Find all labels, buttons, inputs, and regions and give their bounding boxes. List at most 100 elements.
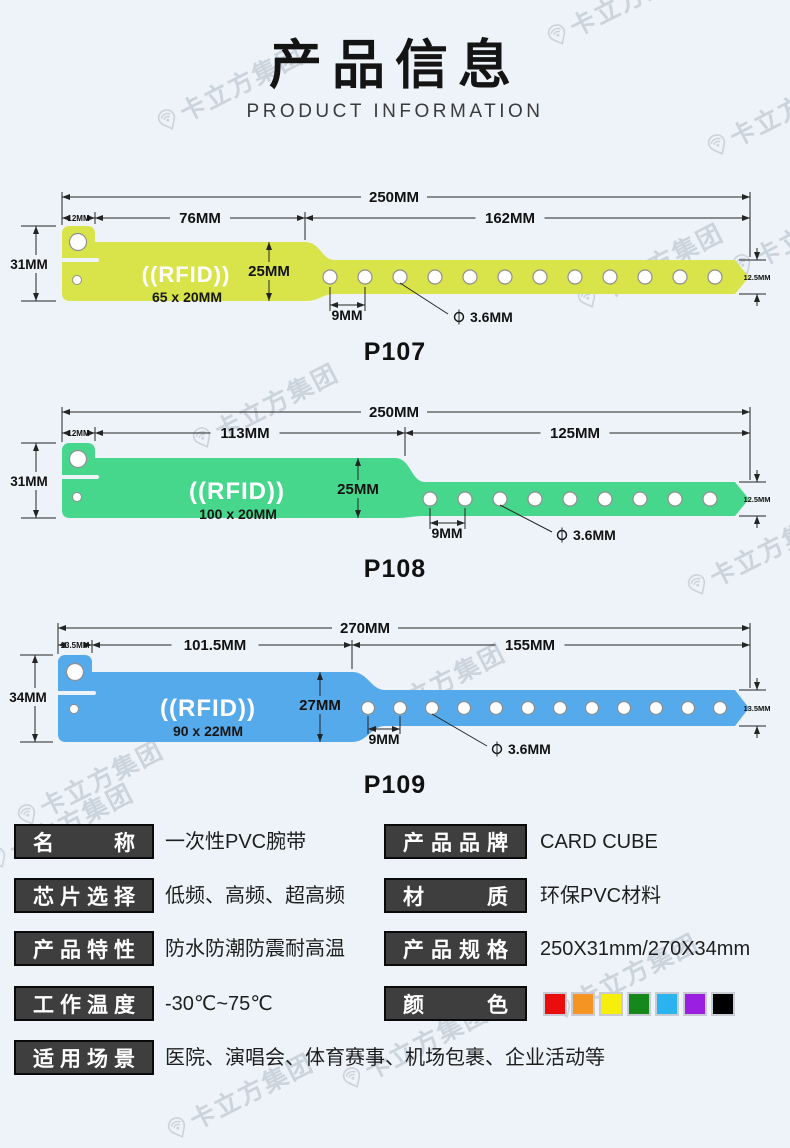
spec-label-chip: 芯片选择 — [14, 878, 154, 913]
dim-hole-pitch-label: 9MM — [368, 731, 399, 747]
dim-hole-diameter-label: 3.6MM — [573, 527, 616, 543]
spec-value-name: 一次性PVC腕带 — [165, 831, 307, 853]
spec-label-scenarios: 适用场景 — [14, 1040, 154, 1075]
leader-line — [499, 504, 553, 533]
dimension-arrowhead — [58, 642, 66, 648]
band-hole — [497, 269, 513, 285]
color-swatch — [627, 992, 651, 1016]
clasp-hole — [65, 662, 85, 682]
leader-line — [431, 713, 488, 747]
dimension-arrowhead — [742, 642, 750, 648]
dimension-arrowhead — [317, 734, 323, 742]
pin-wifi-icon — [167, 1117, 186, 1138]
dim-total-label: 250MM — [369, 189, 419, 206]
dim-band-width-label: 27MM — [299, 697, 341, 714]
spec-label-color: 颜色 — [384, 986, 527, 1021]
dimension-arrowhead — [330, 302, 338, 308]
band-hole — [488, 700, 504, 716]
band-hole — [597, 491, 613, 507]
dim-height-label: 31MM — [10, 257, 48, 272]
dimension-arrowhead — [357, 302, 365, 308]
band-hole — [637, 269, 653, 285]
dim-clasp-label: 13.5MM — [61, 641, 90, 650]
band-hole — [680, 700, 696, 716]
dimension-arrowhead — [32, 734, 38, 742]
dimension-arrowhead — [33, 510, 39, 518]
band-hole — [457, 491, 473, 507]
dimension-arrowhead — [87, 215, 95, 221]
dim-height-label: 31MM — [10, 474, 48, 489]
dim-tip-width-label: 12.5MM — [743, 495, 770, 504]
rfid-logo-text: ((RFID)) — [160, 695, 256, 722]
dim-hole-diameter-label: 3.6MM — [470, 309, 513, 325]
dim-hole-diameter-label: 3.6MM — [508, 741, 551, 757]
spec-label-name: 名称 — [14, 824, 154, 859]
dimension-arrowhead — [95, 430, 103, 436]
page-title: 产品信息 — [269, 36, 521, 95]
band-hole — [532, 269, 548, 285]
dimension-arrowhead — [742, 409, 750, 415]
band-shape — [62, 242, 749, 301]
dim-band-width-label: 25MM — [337, 481, 379, 498]
band-hole — [520, 700, 536, 716]
band-hole — [424, 700, 440, 716]
model-label: P109 — [364, 771, 426, 799]
chip-size-label: 90 x 22MM — [173, 723, 243, 739]
dimension-arrowhead — [742, 625, 750, 631]
dimension-arrowhead — [305, 215, 313, 221]
clasp-pin-hole — [72, 492, 82, 502]
dimension-arrowhead — [58, 625, 66, 631]
band-hole — [360, 700, 376, 716]
dimension-arrowhead — [317, 672, 323, 680]
dimension-arrowhead — [62, 430, 70, 436]
dimension-arrowhead — [62, 194, 70, 200]
dim-head-label: 76MM — [179, 210, 221, 227]
dimension-arrowhead — [297, 215, 305, 221]
dimension-arrowhead — [742, 215, 750, 221]
dim-hole-pitch-label: 9MM — [331, 307, 362, 323]
band-hole — [392, 269, 408, 285]
band-clasp-slit — [60, 475, 99, 479]
band-clasp-slit — [60, 258, 99, 262]
pin-wifi-icon — [0, 847, 6, 868]
dimension-arrowhead — [84, 642, 92, 648]
clasp-pin-hole — [72, 275, 82, 285]
spec-label-features: 产品特性 — [14, 931, 154, 966]
color-swatch — [543, 992, 567, 1016]
dimension-arrowhead — [754, 516, 760, 524]
dimension-arrowhead — [95, 215, 103, 221]
dim-tail-label: 162MM — [485, 210, 535, 227]
model-label: P108 — [364, 555, 426, 583]
spec-value-temperature: -30℃~75℃ — [165, 993, 273, 1015]
dimension-arrowhead — [397, 430, 405, 436]
spec-label-size: 产品规格 — [384, 931, 527, 966]
band-hole — [602, 269, 618, 285]
dimension-arrowhead — [355, 510, 361, 518]
dimension-arrowhead — [754, 252, 760, 260]
color-swatch — [683, 992, 707, 1016]
dimension-arrowhead — [87, 430, 95, 436]
color-swatch — [571, 992, 595, 1016]
dimension-arrowhead — [62, 215, 70, 221]
color-swatch — [599, 992, 623, 1016]
band-hole — [672, 269, 688, 285]
band-shape — [62, 458, 749, 518]
dimension-arrowhead — [742, 194, 750, 200]
band-hole — [562, 491, 578, 507]
band-hole — [456, 700, 472, 716]
band-hole — [552, 700, 568, 716]
dimension-arrowhead — [754, 726, 760, 734]
dim-tail-label: 155MM — [505, 637, 555, 654]
dimension-arrowhead — [355, 458, 361, 466]
page-subtitle: PRODUCT INFORMATION — [246, 100, 544, 122]
band-hole — [667, 491, 683, 507]
model-label: P107 — [364, 338, 426, 366]
dimension-arrowhead — [754, 474, 760, 482]
band-hole — [357, 269, 373, 285]
dimension-arrowhead — [392, 726, 400, 732]
spec-value-features: 防水防潮防震耐高温 — [165, 938, 345, 960]
